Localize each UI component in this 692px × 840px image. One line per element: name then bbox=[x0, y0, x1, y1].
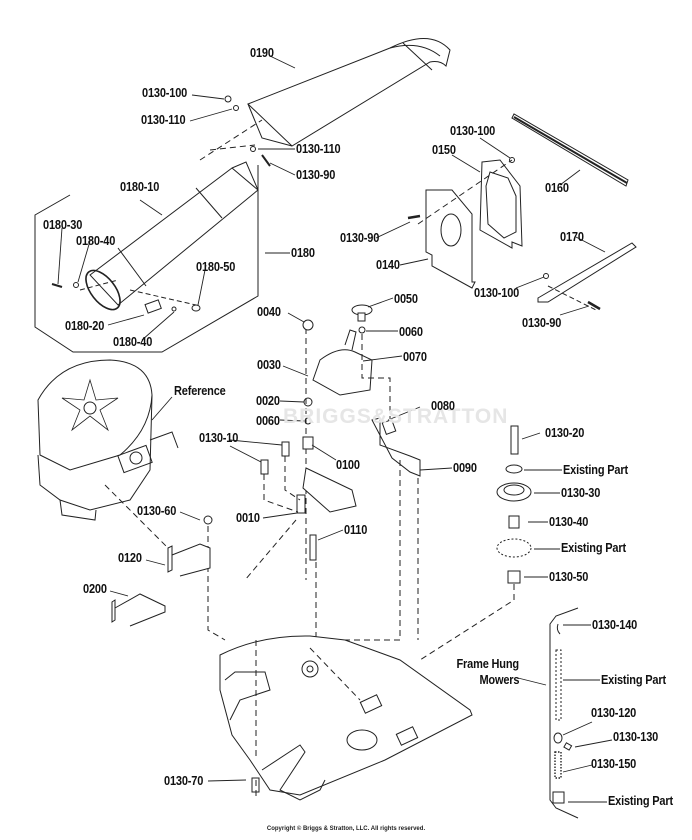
label-mowers: Mowers bbox=[479, 673, 519, 687]
label-0130-110: 0130-110 bbox=[296, 142, 341, 156]
label-0130-120: 0130-120 bbox=[591, 706, 637, 720]
label-0030: 0030 bbox=[257, 358, 281, 372]
label-0130-130: 0130-130 bbox=[613, 730, 659, 744]
label-0060: 0060 bbox=[399, 325, 423, 339]
frame-hung-assembly bbox=[550, 608, 578, 818]
label-0080: 0080 bbox=[431, 399, 455, 413]
label-0050: 0050 bbox=[394, 292, 418, 306]
label-0040: 0040 bbox=[257, 305, 281, 319]
label-0130-100: 0130-100 bbox=[474, 286, 520, 300]
label-0060: 0060 bbox=[256, 414, 280, 428]
brand-watermark: BRIGGS&STRATTON bbox=[283, 405, 509, 428]
label-0130-100: 0130-100 bbox=[142, 86, 188, 100]
label-0130-60: 0130-60 bbox=[137, 504, 177, 518]
part-0170-skid bbox=[538, 243, 636, 310]
label-existing-part: Existing Part bbox=[561, 541, 626, 555]
label-0090: 0090 bbox=[453, 461, 477, 475]
label-0130-90: 0130-90 bbox=[522, 316, 562, 330]
label-0140: 0140 bbox=[376, 258, 400, 272]
label-0130-10: 0130-10 bbox=[199, 431, 239, 445]
label-0130-70: 0130-70 bbox=[164, 774, 204, 788]
label-0180-20: 0180-20 bbox=[65, 319, 105, 333]
part-0150-plate bbox=[480, 160, 522, 248]
part-0160-rail bbox=[512, 114, 628, 186]
part-0180-assembly-outline bbox=[35, 165, 258, 352]
label-frame-hung: Frame Hung bbox=[456, 657, 520, 671]
chute-fasteners bbox=[52, 96, 270, 313]
label-0010: 0010 bbox=[236, 511, 260, 525]
brackets-0120-0200 bbox=[112, 516, 225, 640]
label-0130-90: 0130-90 bbox=[296, 168, 336, 182]
label-0160: 0160 bbox=[545, 181, 569, 195]
label-0130-50: 0130-50 bbox=[549, 570, 589, 584]
label-0200: 0200 bbox=[83, 582, 107, 596]
engine-reference bbox=[38, 360, 178, 520]
label-0130-30: 0130-30 bbox=[561, 486, 601, 500]
leader-lines bbox=[58, 56, 612, 802]
label-0120: 0120 bbox=[118, 551, 142, 565]
label-0130-20: 0130-20 bbox=[545, 426, 585, 440]
label-0170: 0170 bbox=[560, 230, 584, 244]
label-reference: Reference bbox=[174, 384, 226, 398]
part-0190-chute-elbow bbox=[248, 38, 450, 146]
label-0130-150: 0130-150 bbox=[591, 757, 637, 771]
label-0180-40: 0180-40 bbox=[76, 234, 116, 248]
label-0100: 0100 bbox=[336, 458, 360, 472]
label-0020: 0020 bbox=[256, 394, 280, 408]
label-0180: 0180 bbox=[291, 246, 315, 260]
label-0130-100: 0130-100 bbox=[450, 124, 496, 138]
label-0180-30: 0180-30 bbox=[43, 218, 83, 232]
label-0150: 0150 bbox=[432, 143, 456, 157]
dashed-leader bbox=[200, 120, 262, 160]
label-existing-part: Existing Part bbox=[563, 463, 628, 477]
label-0130-90: 0130-90 bbox=[340, 231, 380, 245]
label-0190: 0190 bbox=[250, 46, 274, 60]
pulley-stack bbox=[420, 426, 531, 660]
label-0130-40: 0130-40 bbox=[549, 515, 589, 529]
label-0070: 0070 bbox=[403, 350, 427, 364]
label-0130-110: 0130-110 bbox=[141, 113, 186, 127]
copyright-notice: Copyright © Briggs & Stratton, LLC. All … bbox=[266, 826, 426, 832]
part-0140-plate bbox=[426, 190, 475, 288]
label-0110: 0110 bbox=[344, 523, 368, 537]
label-0180-40: 0180-40 bbox=[113, 335, 153, 349]
label-0180-10: 0180-10 bbox=[120, 180, 160, 194]
label-existing-part: Existing Part bbox=[601, 673, 666, 687]
mower-deck bbox=[220, 636, 472, 800]
label-0180-50: 0180-50 bbox=[196, 260, 236, 274]
label-0130-140: 0130-140 bbox=[592, 618, 638, 632]
label-existing-part: Existing Part bbox=[608, 794, 673, 808]
